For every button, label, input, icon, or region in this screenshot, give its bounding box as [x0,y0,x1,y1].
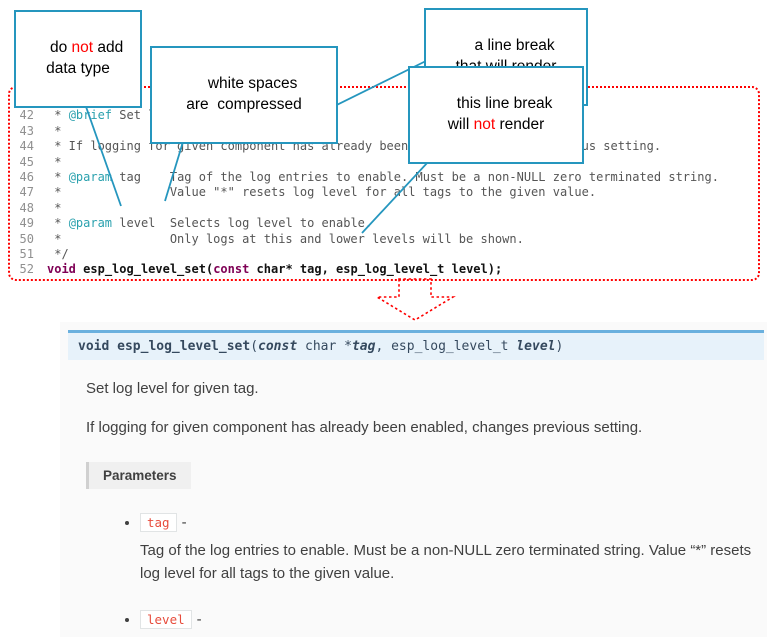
code-line: 47 * Value "*" resets log level for all … [14,185,758,200]
text-segment: @param [68,170,113,185]
text-segment: * Only logs at this and lower levels wil… [47,231,524,246]
text-segment: * [47,200,62,215]
text-segment [34,262,47,277]
text-segment: , [375,339,392,354]
callout-no-datatype: do not add data type [14,10,142,108]
text-segment: */ [47,247,69,262]
text-segment: 47 [19,185,34,200]
text-segment [34,124,47,139]
param-dash: - [181,514,187,531]
callout-text: do [49,38,72,56]
parameters-heading: Parameters [86,462,191,489]
text-segment: char* tag, esp_log_level_t level); [249,262,503,277]
text-segment: 50 [19,231,34,246]
code-line: 50 * Only logs at this and lower levels … [14,232,758,247]
text-segment: level Selects log level to enable. [112,216,373,231]
text-segment [109,339,117,354]
text-segment [34,201,47,216]
code-line: 44 * If logging for given component has … [14,139,758,154]
code-editor: 41⊖/**42 * @brief Set log level for give… [8,86,760,281]
text-segment: tag [351,339,376,354]
code-line: 43 * [14,124,758,139]
callout-whitespace: white spaces are compressed [150,46,338,144]
code-line: 52 void esp_log_level_set(const char* ta… [14,262,758,277]
param-name-chip: level [140,609,192,629]
text-segment [34,232,47,247]
param-item: level- Selects log level to enable. Only… [140,609,767,637]
docs-brief: Set log level for given tag. [86,380,259,397]
code-line: 48 * [14,201,758,216]
text-segment: 52 [19,262,34,277]
code-line: 51 */ [14,247,758,262]
text-segment: tag Tag of the log entries to enable. Mu… [112,170,719,185]
text-segment: esp_log_level_set [117,339,251,354]
text-segment: 49 [19,216,34,231]
parameters-list: tag- Tag of the log entries to enable. M… [140,513,767,637]
text-segment [34,216,47,231]
text-segment [34,247,47,262]
text-segment: 44 [19,139,34,154]
down-arrow-icon [374,278,456,321]
text-segment: * Value "*" resets log level for all tag… [47,185,597,200]
text-segment: const [213,262,250,277]
text-segment: * [47,123,62,138]
text-segment: 51 [19,247,34,262]
code-line: 49 * @param level Selects log level to e… [14,216,758,231]
text-segment: 48 [19,200,34,215]
param-dash: - [196,610,202,628]
rendered-docs: void esp_log_level_set(const char *tag, … [60,322,767,637]
code-line: 46 * @param tag Tag of the log entries t… [14,170,758,185]
text-segment: const [258,339,298,354]
text-segment: char * [297,339,352,354]
text-segment: 45 [19,154,34,169]
function-signature: void esp_log_level_set(const char *tag, … [68,330,764,360]
callout-emphasis: not [71,38,94,56]
text-segment: * [47,154,62,169]
callout-emphasis: not [473,115,496,133]
text-segment: ) [555,339,564,354]
code-line: 42 * @brief Set log level for given tag [14,108,758,123]
text-segment: void [47,262,76,277]
text-segment: ( [250,339,259,354]
text-segment [34,185,47,200]
text-segment [34,108,47,123]
callout-break-norender: this line break will not render [408,66,584,164]
callout-text: render [495,115,545,133]
param-item: tag- Tag of the log entries to enable. M… [140,513,767,586]
text-segment: level [516,339,556,354]
text-segment [34,155,47,170]
text-segment: @brief [68,108,113,123]
docs-detail: If logging for given component has alrea… [86,419,643,436]
text-segment: 43 [19,123,34,138]
text-segment: esp_log_level_t [391,339,517,354]
text-segment: * [47,216,69,231]
callout-text: white spaces are compressed [186,74,302,113]
text-segment: 42 [19,108,34,123]
text-segment: * [47,170,69,185]
text-segment [34,170,47,185]
text-segment: ( [205,262,214,277]
param-description: Tag of the log entries to enable. Must b… [140,542,752,583]
code-line: 45 * [14,155,758,170]
text-segment: 46 [19,170,34,185]
param-name-chip: tag [140,513,177,532]
text-segment: void [78,339,110,354]
text-segment: @param [68,216,113,231]
text-segment [34,139,47,154]
text-segment: * [47,108,69,123]
text-segment: esp_log_level_set [83,262,206,277]
